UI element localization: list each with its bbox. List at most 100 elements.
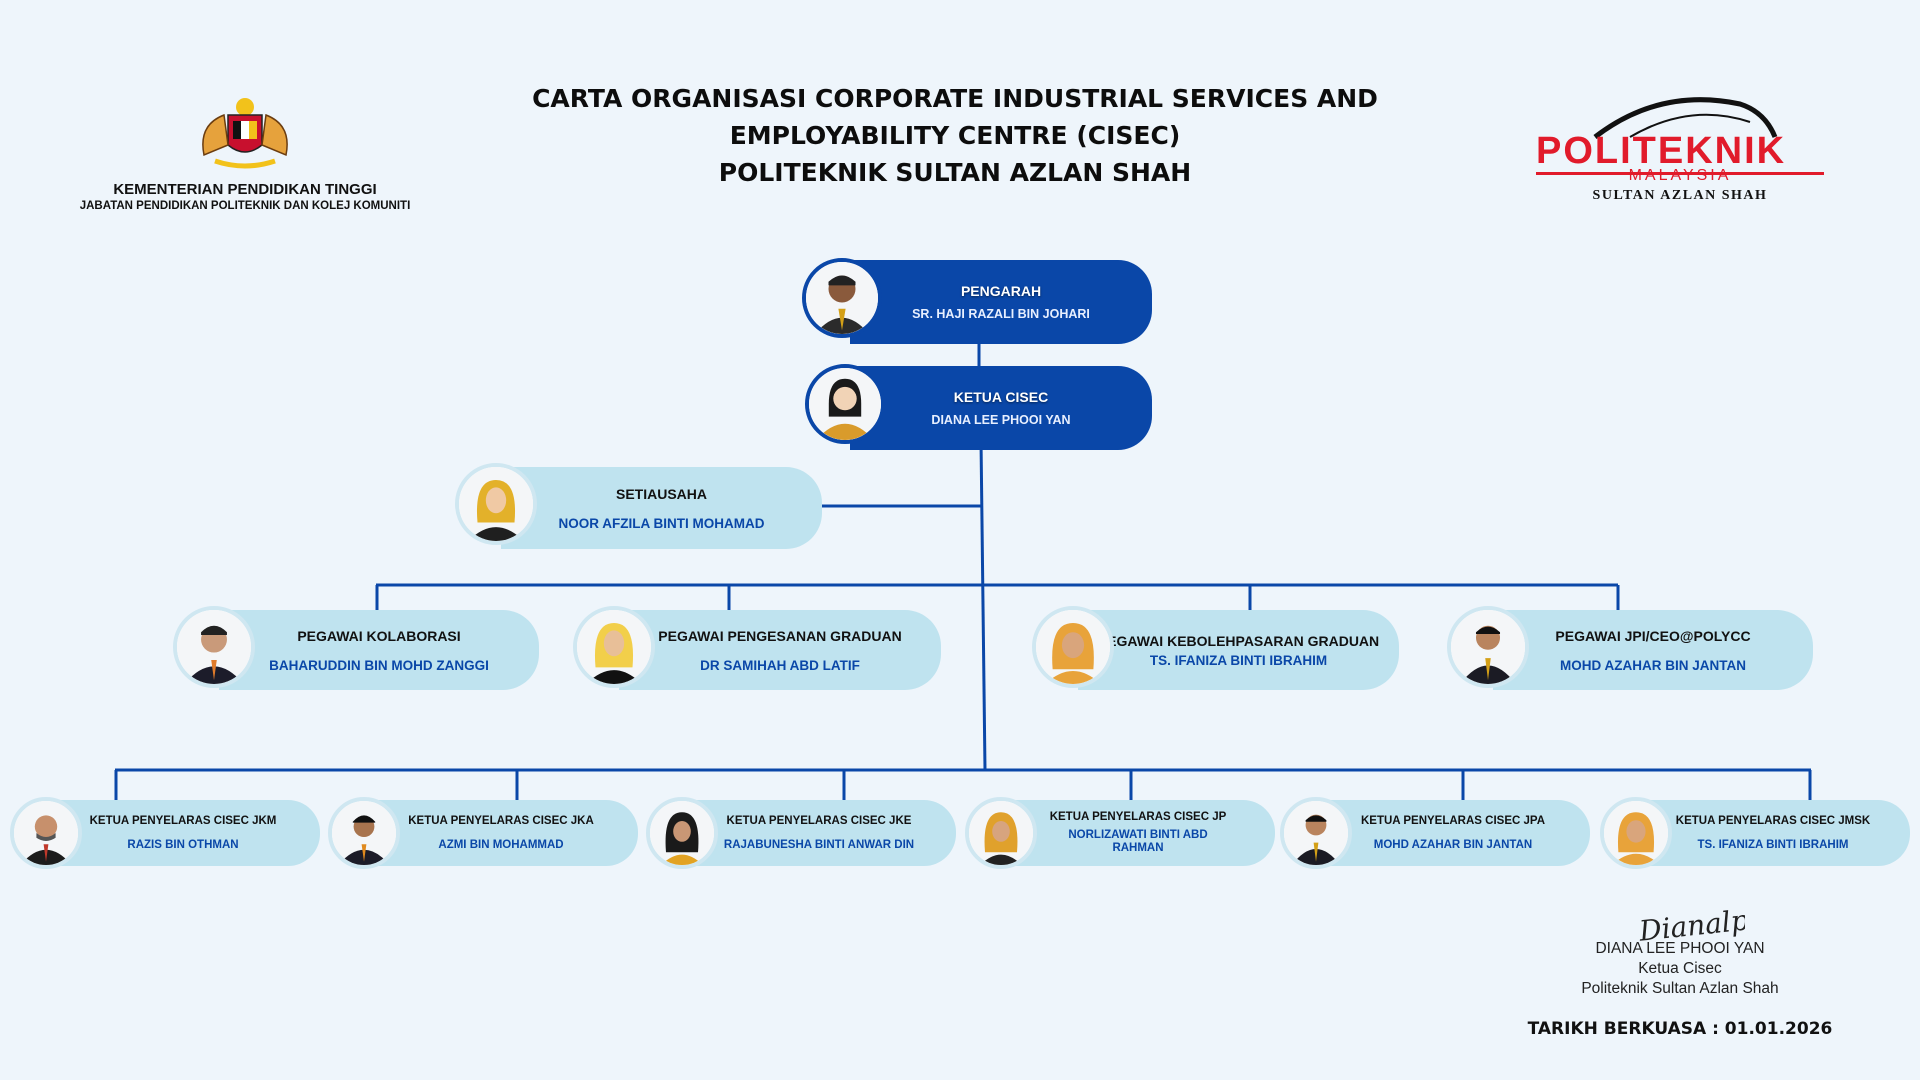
head-name: DIANA LEE PHOOI YAN (931, 413, 1071, 427)
coordinator-name: AZMI BIN MOHAMMAD (438, 838, 564, 851)
signatory-org: Politeknik Sultan Azlan Shah (1581, 980, 1779, 997)
logo-swoosh-icon (1593, 97, 1778, 139)
coordinator-role: KETUA PENYELARAS CISEC JKM (89, 814, 277, 827)
coordinator-role: KETUA PENYELARAS CISEC JP (1049, 811, 1227, 823)
officer-avatar (573, 606, 655, 688)
coordinator-avatar (1600, 797, 1672, 869)
person-hijab-icon (577, 610, 651, 684)
person-hijab-icon (650, 801, 714, 865)
coordinator-pill: KETUA PENYELARAS CISEC JMSK TS. IFANIZA … (1636, 800, 1910, 866)
head-role: KETUA CISEC (953, 389, 1049, 405)
secretary-pill: SETIAUSAHA NOOR AFZILA BINTI MOHAMAD (501, 467, 822, 549)
signatory-role: Ketua Cisec (1638, 960, 1722, 977)
officer-card: PEGAWAI KEBOLEHPASARAN GRADUAN TS. IFANI… (1032, 606, 1399, 690)
officer-pill: PEGAWAI JPI/CEO@POLYCC MOHD AZAHAR BIN J… (1493, 610, 1813, 690)
secretary-avatar (455, 463, 537, 545)
title-line-2: EMPLOYABILITY CENTRE (CISEC) (729, 121, 1181, 150)
coordinator-avatar (965, 797, 1037, 869)
coordinator-avatar (328, 797, 400, 869)
officer-avatar (1447, 606, 1529, 688)
officer-name: MOHD AZAHAR BIN JANTAN (1560, 657, 1746, 673)
officer-card: PEGAWAI KOLABORASI BAHARUDDIN BIN MOHD Z… (173, 606, 539, 690)
person-icon (332, 801, 396, 865)
head-avatar (805, 364, 885, 444)
coordinator-name: TS. IFANIZA BINTI IBRAHIM (1697, 838, 1849, 851)
officer-pill: PEGAWAI KEBOLEHPASARAN GRADUAN TS. IFANI… (1078, 610, 1399, 690)
coordinator-role: KETUA PENYELARAS CISEC JKE (726, 814, 912, 827)
title-line-1: CARTA ORGANISASI CORPORATE INDUSTRIAL SE… (532, 84, 1378, 113)
logo-underline (1536, 172, 1824, 175)
officer-role: PEGAWAI JPI/CEO@POLYCC (1555, 627, 1751, 644)
logo-country: MALAYSIA (1628, 167, 1732, 184)
coordinator-card: KETUA PENYELARAS CISEC JMSK TS. IFANIZA … (1600, 797, 1910, 869)
effective-date: TARIKH BERKUASA : 01.01.2026 (1527, 1019, 1833, 1039)
director-pill: PENGARAH SR. HAJI RAZALI BIN JOHARI (850, 260, 1152, 344)
person-icon (177, 610, 251, 684)
director-role: PENGARAH (960, 283, 1042, 299)
director-card: PENGARAH SR. HAJI RAZALI BIN JOHARI (802, 258, 1152, 344)
officer-name: DR SAMIHAH ABD LATIF (700, 657, 860, 673)
director-name: SR. HAJI RAZALI BIN JOHARI (912, 307, 1090, 321)
coordinator-name: RAJABUNESHA BINTI ANWAR DIN (723, 838, 915, 851)
signature-text: Dianalpy (1637, 902, 1745, 948)
officer-name: BAHARUDDIN BIN MOHD ZANGGI (269, 657, 489, 673)
person-hijab-icon (459, 467, 533, 541)
ministry-header: KEMENTERIAN PENDIDIKAN TINGGI JABATAN PE… (60, 95, 430, 212)
officer-name: TS. IFANIZA BINTI IBRAHIM (1149, 652, 1328, 668)
coordinator-avatar (1280, 797, 1352, 869)
coordinator-avatar (10, 797, 82, 869)
officer-role: PEGAWAI KOLABORASI (297, 627, 461, 644)
coordinator-pill: KETUA PENYELARAS CISEC JP NORLIZAWATI BI… (1001, 800, 1275, 866)
officer-pill: PEGAWAI PENGESANAN GRADUAN DR SAMIHAH AB… (619, 610, 941, 690)
coordinator-pill: KETUA PENYELARAS CISEC JPA MOHD AZAHAR B… (1316, 800, 1590, 866)
chart-title: CARTA ORGANISASI CORPORATE INDUSTRIAL SE… (480, 80, 1430, 191)
ministry-name: KEMENTERIAN PENDIDIKAN TINGGI (113, 181, 377, 198)
officer-avatar (173, 606, 255, 688)
person-icon (1451, 610, 1525, 684)
coat-of-arms-icon (202, 98, 288, 169)
officer-card: PEGAWAI PENGESANAN GRADUAN DR SAMIHAH AB… (573, 606, 941, 690)
head-card: KETUA CISEC DIANA LEE PHOOI YAN (805, 364, 1152, 450)
logo-campus: SULTAN AZLAN SHAH (1592, 188, 1768, 203)
signature-block: Dianalpy DIANA LEE PHOOI YAN Ketua Cisec… (1540, 900, 1820, 998)
coordinator-name: RAZIS BIN OTHMAN (127, 838, 239, 851)
officer-role: PEGAWAI KEBOLEHPASARAN GRADUAN (1097, 632, 1380, 649)
person-icon (806, 262, 878, 334)
department-name: JABATAN PENDIDIKAN POLITEKNIK DAN KOLEJ … (79, 200, 411, 212)
coordinator-avatar (646, 797, 718, 869)
secretary-role: SETIAUSAHA (615, 485, 707, 502)
secretary-name: NOOR AFZILA BINTI MOHAMAD (558, 515, 765, 531)
officer-card: PEGAWAI JPI/CEO@POLYCC MOHD AZAHAR BIN J… (1447, 606, 1813, 690)
coordinator-pill: KETUA PENYELARAS CISEC JKA AZMI BIN MOHA… (364, 800, 638, 866)
officer-pill: PEGAWAI KOLABORASI BAHARUDDIN BIN MOHD Z… (219, 610, 539, 690)
handwritten-signature: Dianalpy (1637, 902, 1745, 948)
person-icon (1284, 801, 1348, 865)
coordinator-role: KETUA PENYELARAS CISEC JKA (408, 814, 594, 827)
person-hijab-icon (969, 801, 1033, 865)
coordinator-name: NORLIZAWATI BINTI ABD RAHMAN (1068, 829, 1208, 854)
director-avatar (802, 258, 882, 338)
coordinator-name: MOHD AZAHAR BIN JANTAN (1373, 838, 1533, 851)
line-main-trunk (979, 439, 987, 771)
title-line-3: POLITEKNIK SULTAN AZLAN SHAH (718, 158, 1192, 187)
coordinator-card: KETUA PENYELARAS CISEC JPA MOHD AZAHAR B… (1280, 797, 1590, 869)
logo-word: POLITEKNIK (1536, 130, 1787, 172)
secretary-card: SETIAUSAHA NOOR AFZILA BINTI MOHAMAD (455, 463, 822, 549)
person-icon (14, 801, 78, 865)
politeknik-logo: POLITEKNIK MALAYSIA SULTAN AZLAN SHAH (1530, 92, 1830, 212)
coordinator-card: KETUA PENYELARAS CISEC JKA AZMI BIN MOHA… (328, 797, 638, 869)
person-hijab-icon (1604, 801, 1668, 865)
coordinator-pill: KETUA PENYELARAS CISEC JKE RAJABUNESHA B… (682, 800, 956, 866)
coordinator-card: KETUA PENYELARAS CISEC JP NORLIZAWATI BI… (965, 797, 1275, 869)
coordinator-card: KETUA PENYELARAS CISEC JKM RAZIS BIN OTH… (10, 797, 320, 869)
coordinator-role: KETUA PENYELARAS CISEC JMSK (1675, 814, 1871, 827)
coordinator-card: KETUA PENYELARAS CISEC JKE RAJABUNESHA B… (646, 797, 956, 869)
signatory-name: DIANA LEE PHOOI YAN (1595, 940, 1765, 957)
coordinator-role: KETUA PENYELARAS CISEC JPA (1360, 814, 1546, 827)
person-hijab-icon (1036, 610, 1110, 684)
coordinator-pill: KETUA PENYELARAS CISEC JKM RAZIS BIN OTH… (46, 800, 320, 866)
head-pill: KETUA CISEC DIANA LEE PHOOI YAN (850, 366, 1152, 450)
officer-avatar (1032, 606, 1114, 688)
person-icon (809, 368, 881, 440)
